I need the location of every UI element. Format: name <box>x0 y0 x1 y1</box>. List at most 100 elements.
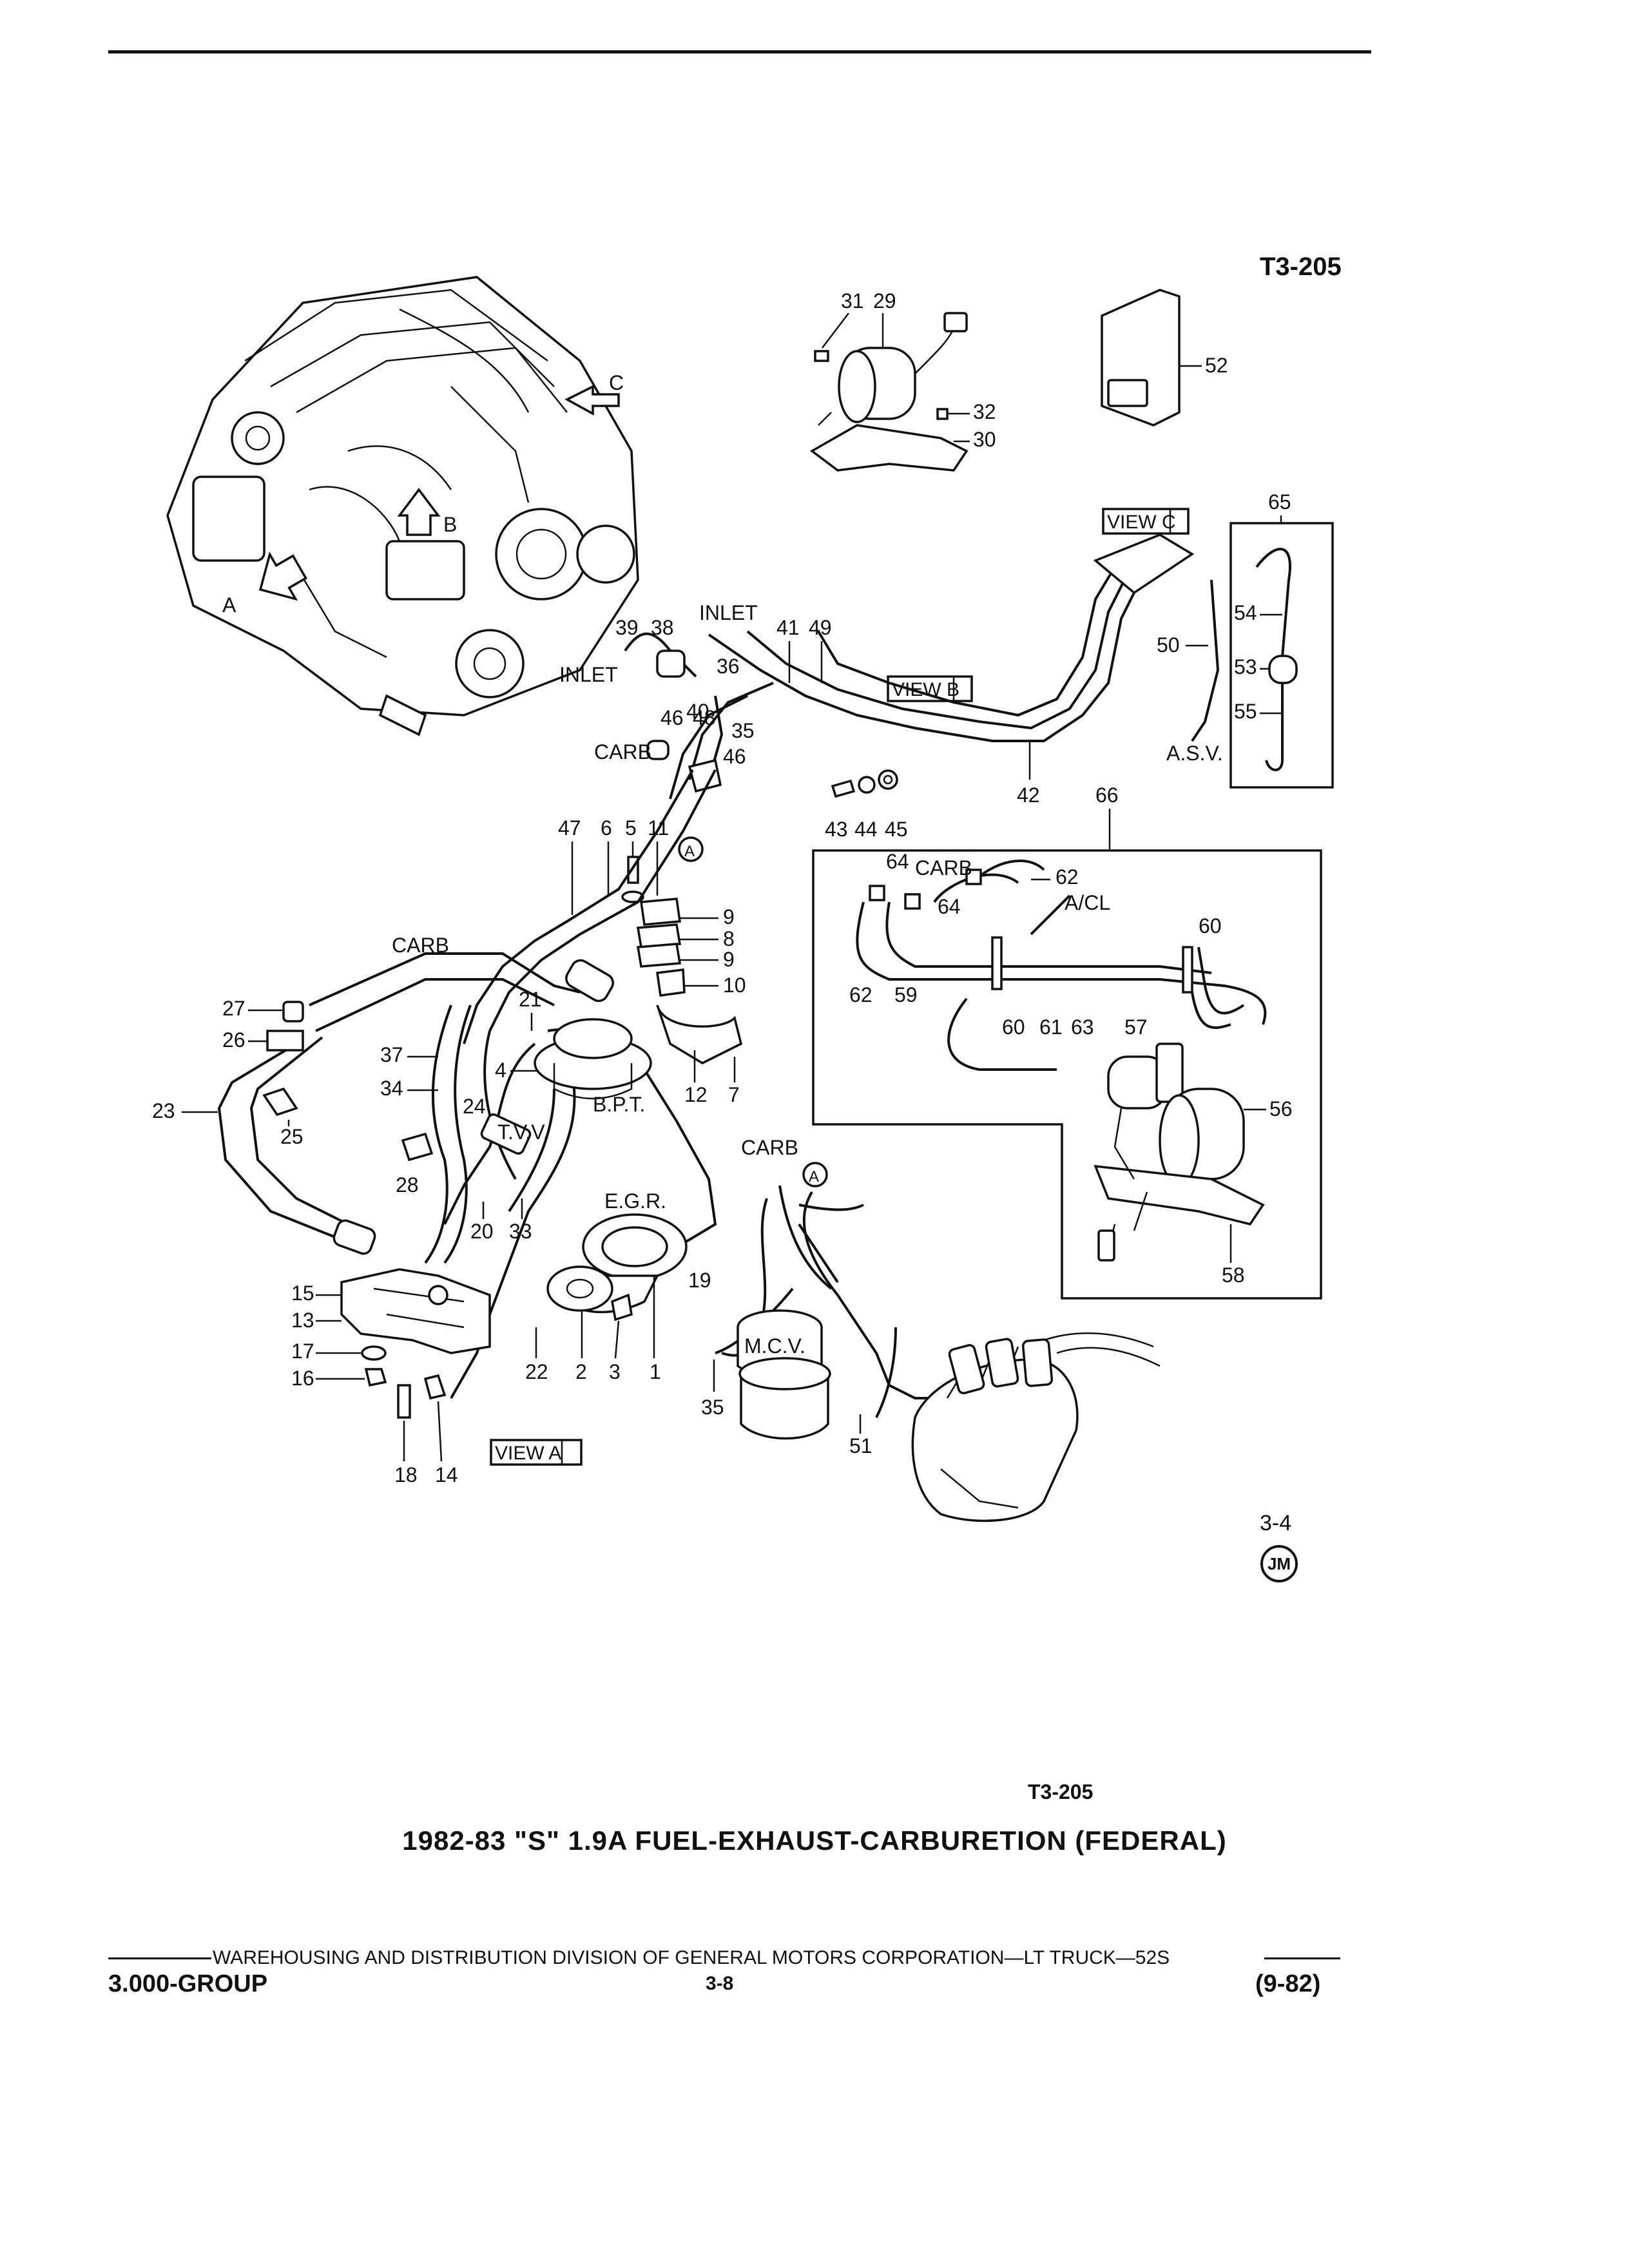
callout-15: 15 <box>291 1282 314 1305</box>
callout-42: 42 <box>1017 783 1040 807</box>
callout-66: 66 <box>1095 783 1119 807</box>
acl-label: A/CL <box>1065 891 1110 914</box>
callout-21: 21 <box>519 988 542 1011</box>
callout-65: 65 <box>1268 490 1291 514</box>
callout-31: 31 <box>841 289 864 312</box>
callout-34: 34 <box>380 1077 403 1100</box>
mcv-and-distributor: CARB A M.C.V. 35 51 <box>701 1136 1161 1523</box>
footer-rule-left <box>108 1957 211 1959</box>
inlet-label-top: INLET <box>699 601 758 624</box>
bpt-label: B.P.T. <box>593 1093 645 1116</box>
asv-label: A.S.V. <box>1166 742 1223 765</box>
callout-51: 51 <box>849 1434 872 1457</box>
carb-label-4: CARB <box>741 1136 798 1159</box>
callout-55: 55 <box>1234 700 1257 723</box>
callout-9-a: 9 <box>723 905 735 928</box>
callout-19: 19 <box>688 1269 711 1292</box>
callout-9-b: 9 <box>723 948 735 971</box>
callout-5: 5 <box>625 816 637 840</box>
callout-62-b: 62 <box>849 983 872 1006</box>
callout-41: 41 <box>776 616 800 639</box>
view-c-detail-65: 65 54 53 55 <box>1229 490 1334 789</box>
callout-27: 27 <box>222 997 246 1020</box>
callout-23: 23 <box>152 1099 175 1122</box>
callout-48: 48 <box>693 706 716 729</box>
jm-badge-icon: JM <box>1260 1545 1298 1582</box>
arrow-label-a: A <box>222 593 236 617</box>
page-title: 1982-83 "S" 1.9A FUEL-EXHAUST-CARBURETIO… <box>402 1825 1227 1856</box>
callout-63: 63 <box>1071 1015 1094 1039</box>
page-reference: 3-4 <box>1260 1511 1292 1535</box>
callout-32: 32 <box>973 400 996 423</box>
callout-26: 26 <box>222 1028 246 1052</box>
circle-a-marker <box>678 836 704 862</box>
vacuum-line-bundle: 41 49 42 50 A.S.V. <box>669 533 1223 807</box>
callout-45: 45 <box>885 818 908 841</box>
arrow-a-icon <box>258 551 308 601</box>
callout-1: 1 <box>650 1360 661 1383</box>
callout-60-a: 60 <box>1199 914 1222 937</box>
inlet-label-left: INLET <box>559 663 618 686</box>
callout-36: 36 <box>717 655 740 678</box>
callout-6: 6 <box>601 816 612 840</box>
callout-3: 3 <box>609 1360 621 1383</box>
callout-33: 33 <box>509 1220 532 1243</box>
callout-35-bottom: 35 <box>701 1396 724 1419</box>
callout-46-top: 46 <box>660 706 684 729</box>
callout-52: 52 <box>1205 354 1228 377</box>
view-c-text: VIEW C <box>1107 512 1176 533</box>
carb-label-3: CARB <box>392 934 449 957</box>
arrow-label-c: C <box>609 371 624 394</box>
mcv-label: M.C.V. <box>744 1334 805 1358</box>
footer-division: WAREHOUSING AND DISTRIBUTION DIVISION OF… <box>213 1947 1170 1968</box>
main-hoses <box>217 769 954 1418</box>
footer-page-number: 3-8 <box>706 1973 734 1994</box>
callout-30: 30 <box>973 428 996 451</box>
callout-39: 39 <box>615 616 639 639</box>
callout-47: 47 <box>558 816 581 840</box>
callout-60-b: 60 <box>1002 1015 1025 1039</box>
footer-group: 3.000-GROUP <box>108 1970 268 1997</box>
inlet-fittings: 39 38 INLET INLET 36 40 35 46 48 46 CARB… <box>559 601 758 862</box>
arrow-c-icon <box>564 385 620 416</box>
callout-56: 56 <box>1269 1097 1293 1120</box>
callout-10: 10 <box>723 974 746 997</box>
callout-53: 53 <box>1234 655 1257 678</box>
view-b-text: VIEW B <box>892 679 959 700</box>
circle-a-text-2: A <box>809 1168 819 1186</box>
callout-40: 40 <box>686 700 709 723</box>
acl-detail-66: 66 64 CARB 64 62 A/CL 60 62 59 60 6 <box>812 783 1322 1300</box>
callout-17: 17 <box>291 1340 314 1363</box>
bolt-washers-43-45: 43 44 45 <box>825 769 908 841</box>
callout-59: 59 <box>894 983 918 1006</box>
figure-code-bottom: T3-205 <box>1028 1780 1094 1803</box>
callout-38: 38 <box>651 616 674 639</box>
callout-18: 18 <box>394 1463 418 1486</box>
circle-a-text-1: A <box>684 843 695 860</box>
left-cluster-parts: CARB 27 26 21 37 34 4 24 23 25 B.P. <box>152 934 711 1486</box>
callout-25: 25 <box>280 1125 304 1148</box>
solenoid-assembly-29 <box>809 312 969 472</box>
callouts-solenoid: 31 29 32 30 <box>822 289 996 451</box>
callout-61: 61 <box>1039 1015 1063 1039</box>
callout-16: 16 <box>291 1367 314 1390</box>
callout-7: 7 <box>728 1083 740 1106</box>
callout-14: 14 <box>435 1463 458 1486</box>
callout-58: 58 <box>1222 1264 1245 1287</box>
callout-35-top: 35 <box>731 719 755 742</box>
callout-8: 8 <box>723 927 735 950</box>
callout-29: 29 <box>873 289 896 312</box>
figure-code-top: T3-205 <box>1260 253 1342 281</box>
callout-20: 20 <box>470 1220 494 1243</box>
callout-12: 12 <box>684 1083 708 1106</box>
callout-22: 22 <box>525 1360 548 1383</box>
callout-28: 28 <box>396 1173 419 1196</box>
tvv-label: T.V.V. <box>497 1120 548 1144</box>
bracket-cluster: 47 6 5 11 9 8 9 10 12 7 <box>558 816 746 1106</box>
callout-24: 24 <box>463 1095 486 1118</box>
control-unit-52: 52 <box>1101 289 1228 427</box>
callout-62-a: 62 <box>1055 865 1079 889</box>
callout-2: 2 <box>575 1360 587 1383</box>
